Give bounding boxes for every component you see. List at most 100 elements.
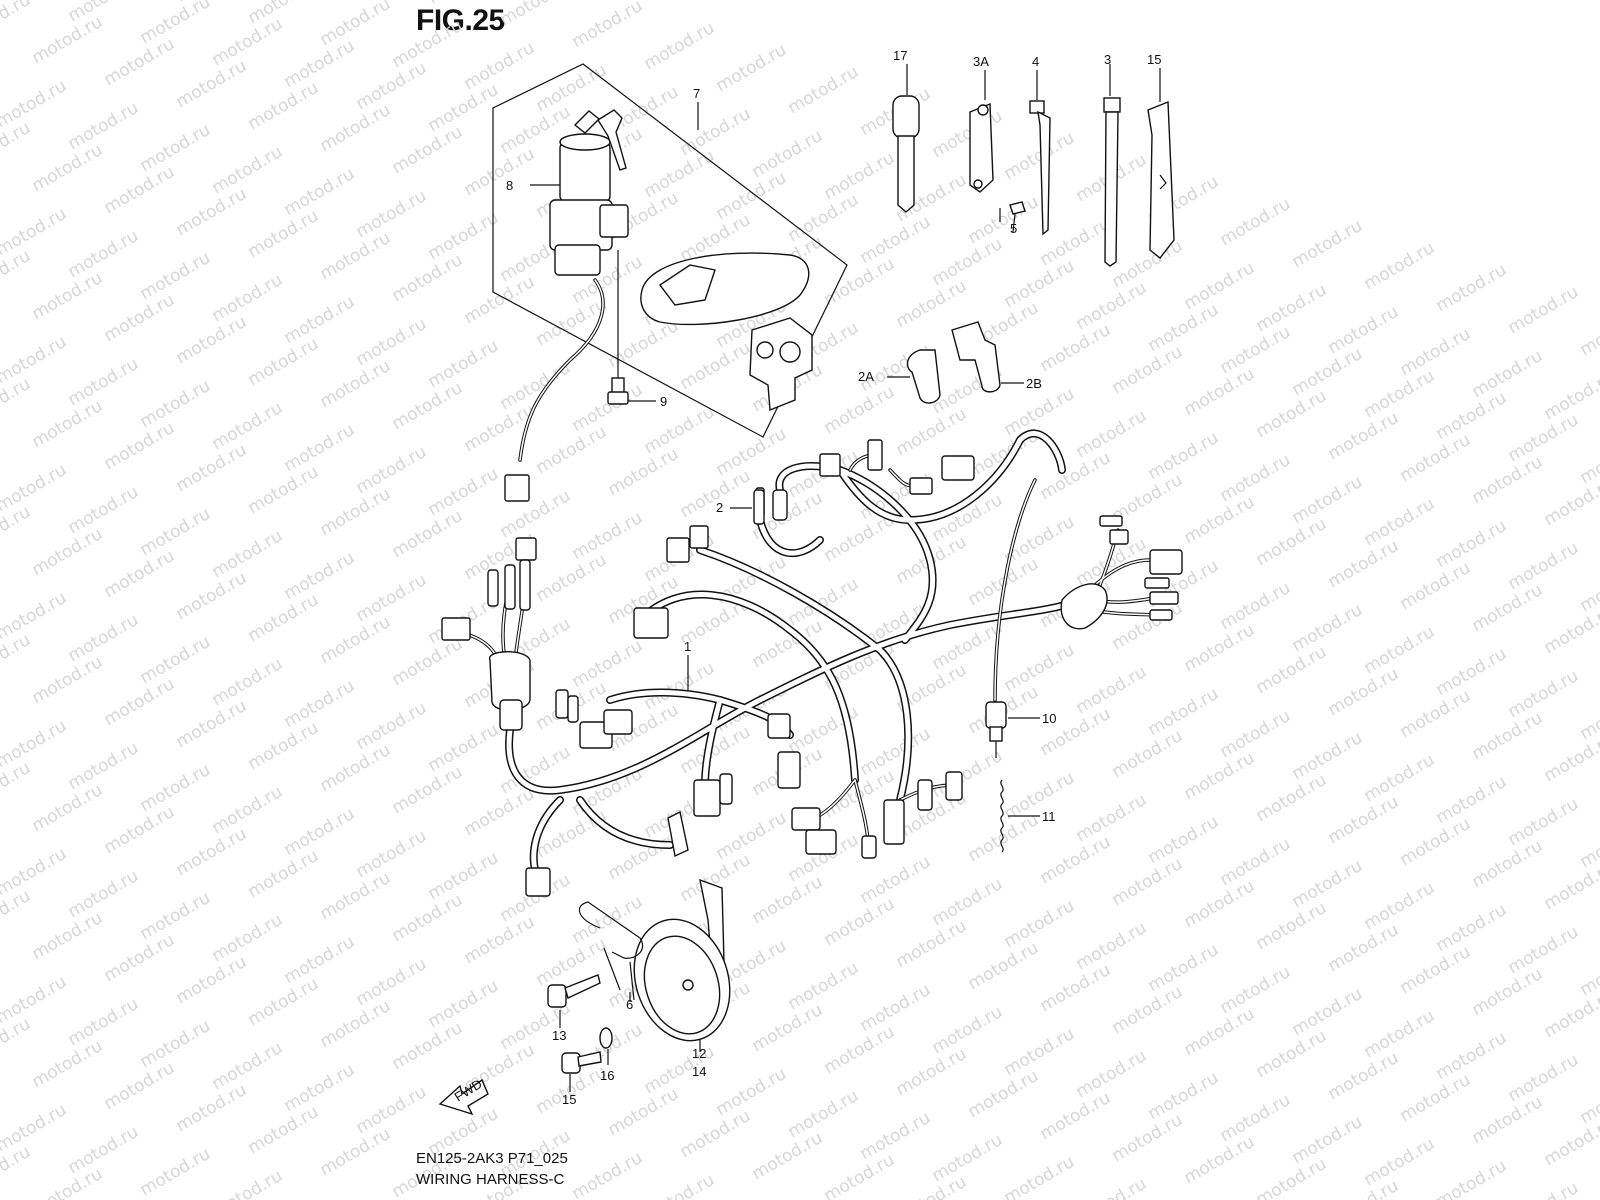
watermark-text: motod.ru: [1397, 430, 1475, 486]
callout-label: 5: [1010, 221, 1017, 236]
drawing-code: EN125-2AK3 P71_025: [416, 1150, 568, 1167]
harness-wire: [776, 463, 936, 643]
watermark-text: motod.ru: [1433, 772, 1511, 828]
watermark-text: motod.ru: [425, 848, 503, 904]
watermark-text: motod.ru: [389, 250, 467, 306]
watermark-text: motod.ru: [65, 354, 143, 410]
watermark-text: motod.ru: [173, 1080, 251, 1136]
watermark-text: motod.ru: [1001, 128, 1079, 184]
watermark-text: motod.ru: [173, 56, 251, 112]
watermark-text: motod.ru: [821, 1022, 899, 1078]
watermark-text: motod.ru: [713, 1064, 791, 1120]
watermark-text: motod.ru: [533, 550, 611, 606]
watermark-text: motod.ru: [1181, 748, 1259, 804]
watermark-text: motod.ru: [929, 1002, 1007, 1058]
watermark-text: motod.ru: [1505, 1178, 1583, 1200]
harness-wire: [531, 797, 563, 873]
watermark-text: motod.ru: [1181, 876, 1259, 932]
callout-label: 17: [893, 48, 907, 63]
watermark-text: motod.ru: [65, 994, 143, 1050]
watermark-text: motod.ru: [425, 0, 503, 8]
watermark-text: motod.ru: [425, 208, 503, 264]
watermark-text: motod.ru: [65, 866, 143, 922]
watermark-text: motod.ru: [245, 590, 323, 646]
watermark-text: motod.ru: [1145, 1068, 1223, 1124]
watermark-text: motod.ru: [101, 290, 179, 346]
watermark-text: motod.ru: [245, 78, 323, 134]
watermark-text: motod.ru: [0, 460, 70, 516]
watermark-text: motod.ru: [1289, 216, 1367, 272]
watermark-text: motod.ru: [1109, 726, 1187, 782]
watermark-text: motod.ru: [317, 484, 395, 540]
watermark-text: motod.ru: [353, 698, 431, 754]
watermark-text: motod.ru: [209, 1166, 287, 1200]
watermark-text: motod.ru: [245, 334, 323, 390]
watermark-text: motod.ru: [461, 784, 539, 840]
watermark-text: motod.ru: [1109, 236, 1187, 292]
callout-label: 12: [692, 1046, 706, 1061]
watermark-text: motod.ru: [785, 190, 863, 246]
callout-label: 16: [600, 1068, 614, 1083]
callout-label: 10: [1042, 711, 1056, 726]
watermark-text: motod.ru: [1505, 538, 1583, 594]
watermark-text: motod.ru: [641, 402, 719, 458]
watermark-text: motod.ru: [1073, 918, 1151, 974]
watermark-text: motod.ru: [497, 0, 575, 30]
watermark-text: motod.ru: [245, 846, 323, 902]
watermark-text: motod.ru: [1037, 832, 1115, 888]
watermark-text: motod.ru: [29, 396, 107, 452]
watermark-text: motod.ru: [1253, 898, 1331, 954]
watermark-text: motod.ru: [965, 938, 1043, 994]
watermark-text: motod.ru: [317, 1124, 395, 1180]
watermark-text: motod.ru: [1433, 644, 1511, 700]
watermark-text: motod.ru: [173, 824, 251, 880]
watermark-text: motod.ru: [641, 658, 719, 714]
watermark-text: motod.ru: [605, 1084, 683, 1140]
watermark-text: motod.ru: [569, 892, 647, 948]
watermark-text: motod.ru: [713, 424, 791, 480]
watermark-text: motod.ru: [677, 104, 755, 160]
watermark-text: motod.ru: [1109, 982, 1187, 1038]
callout-label: 7: [693, 86, 700, 101]
watermark-text: motod.ru: [1145, 684, 1223, 740]
watermark-text: motod.ru: [1253, 386, 1331, 442]
watermark-text: motod.ru: [209, 526, 287, 582]
watermark-text: motod.ru: [1073, 1046, 1151, 1102]
watermark-text: motod.ru: [1181, 258, 1259, 314]
watermark-text: motod.ru: [965, 1066, 1043, 1122]
leader-lines: [530, 102, 1001, 1002]
watermark-text: motod.ru: [209, 142, 287, 198]
watermark-text: motod.ru: [317, 228, 395, 284]
watermark-text: motod.ru: [1253, 1026, 1331, 1082]
watermark-text: motod.ru: [785, 1086, 863, 1142]
small-parts-row: [892, 64, 1175, 267]
watermark-text: motod.ru: [1181, 620, 1259, 676]
watermark-text: motod.ru: [1145, 428, 1223, 484]
watermark-text: motod.ru: [29, 12, 107, 68]
watermark-text: motod.ru: [929, 874, 1007, 930]
watermark-text: motod.ru: [0, 844, 70, 900]
watermark-text: motod.ru: [1397, 1070, 1475, 1126]
watermark-text: motod.ru: [569, 1148, 647, 1200]
watermark-text: motod.ru: [137, 376, 215, 432]
watermark-text: motod.ru: [1505, 1050, 1583, 1106]
watermark-text: motod.ru: [1073, 790, 1151, 846]
watermark-text: motod.ru: [425, 976, 503, 1032]
watermark-text: motod.ru: [1217, 450, 1295, 506]
watermark-text: motod.ru: [1325, 920, 1403, 976]
main-wiring-harness: [441, 429, 1183, 897]
horn-assembly: [547, 878, 731, 1092]
watermark-text: motod.ru: [101, 546, 179, 602]
watermark-text: motod.ru: [101, 162, 179, 218]
watermark-text: motod.ru: [137, 504, 215, 560]
watermark-text: motod.ru: [101, 1058, 179, 1114]
watermark-text: motod.ru: [209, 398, 287, 454]
watermark-text: motod.ru: [1325, 664, 1403, 720]
watermark-text: motod.ru: [1433, 1156, 1511, 1200]
watermark-text: motod.ru: [1433, 1028, 1511, 1084]
watermark-text: motod.ru: [65, 98, 143, 154]
watermark-text: motod.ru: [389, 890, 467, 946]
watermark-text: motod.ru: [425, 464, 503, 520]
callout-label: 13: [552, 1028, 566, 1043]
callout-label: 2B: [1026, 376, 1042, 391]
